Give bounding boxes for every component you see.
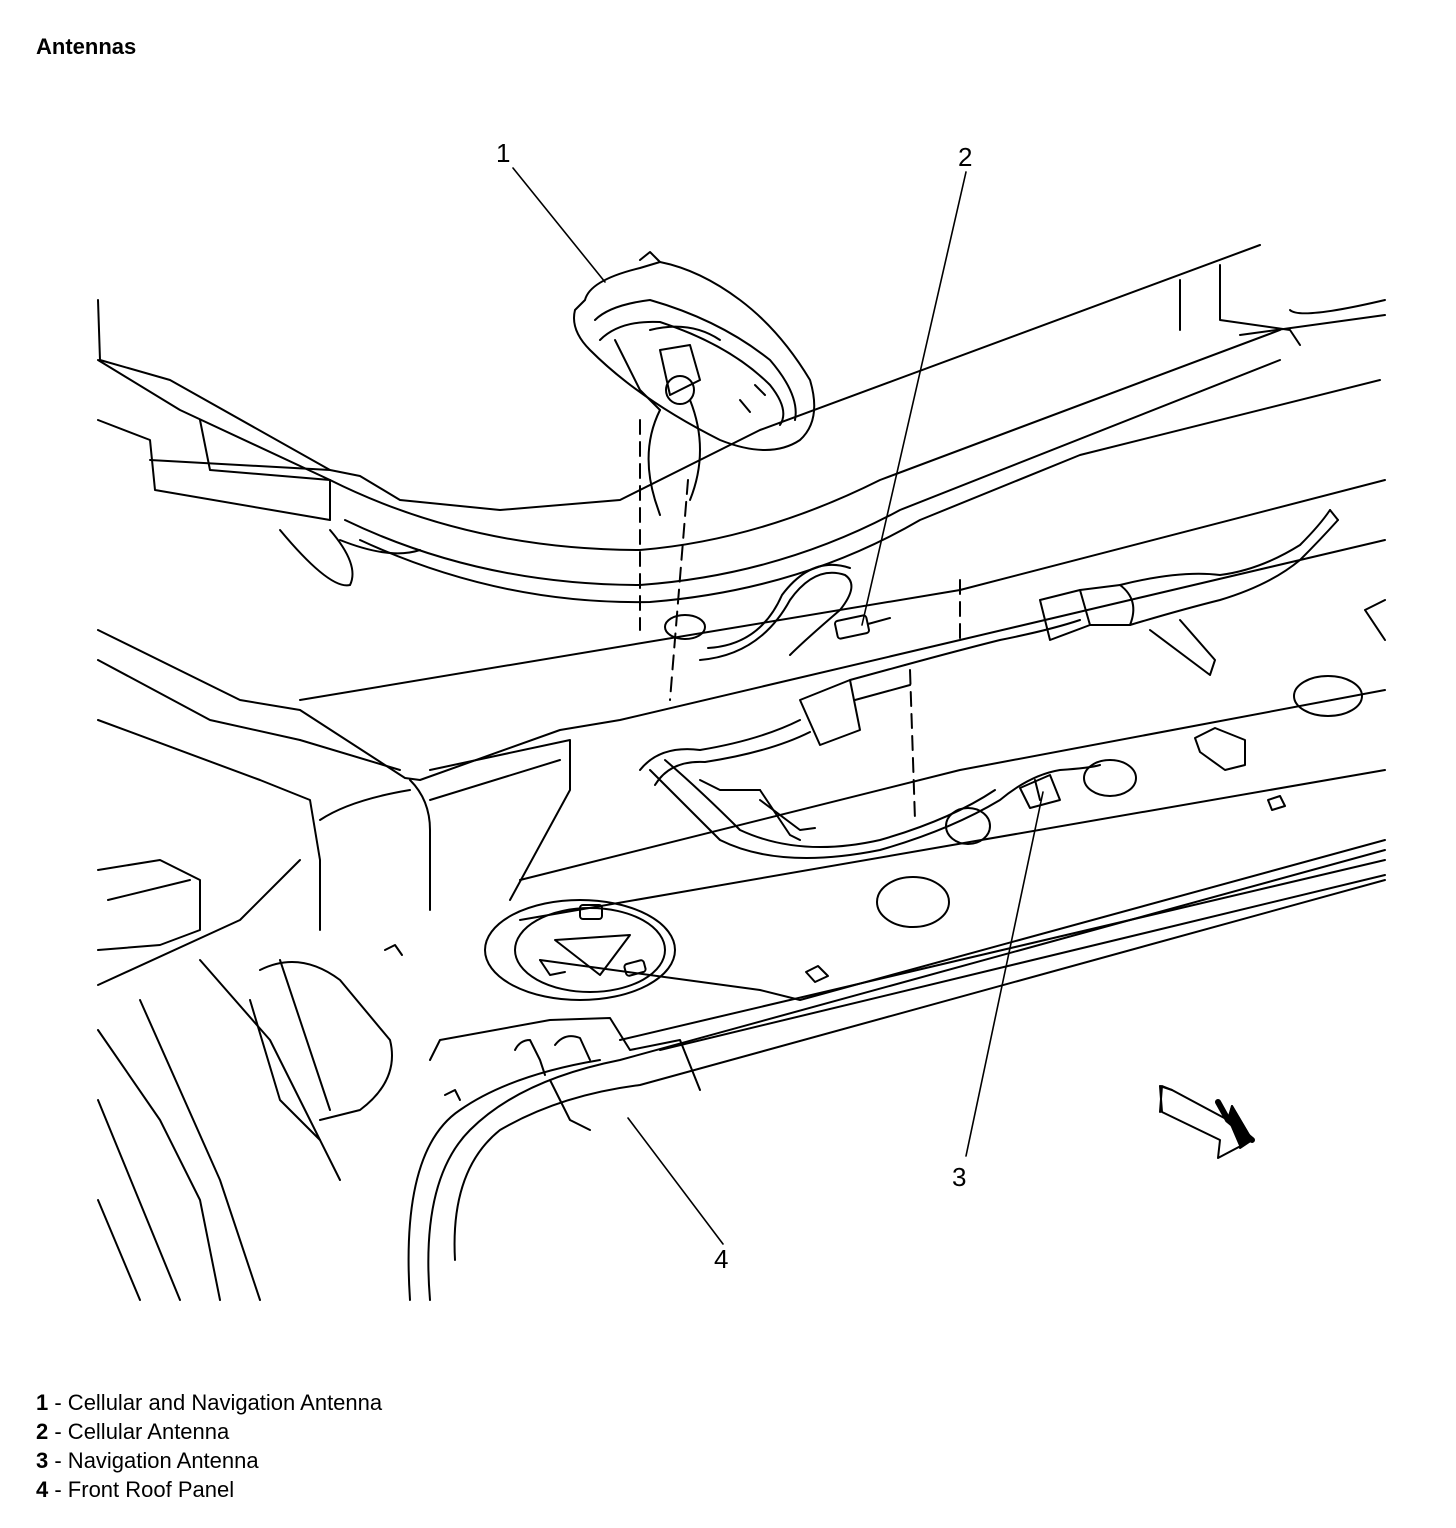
cellular-antenna-cable — [699, 563, 891, 661]
access-hole — [1293, 675, 1363, 717]
clip-tab — [1194, 727, 1246, 771]
legend-item: 1 - Cellular and Navigation Antenna — [36, 1390, 383, 1415]
clip-tab — [805, 965, 829, 983]
callout-3: 3 — [952, 1162, 966, 1192]
diagram-title: Antennas — [36, 34, 137, 59]
access-hole — [876, 876, 950, 928]
callout-1: 1 — [496, 138, 510, 168]
legend-item: 2 - Cellular Antenna — [36, 1419, 230, 1444]
legend-item: 3 - Navigation Antenna — [36, 1448, 259, 1473]
callout-2: 2 — [958, 142, 972, 172]
callout-4: 4 — [714, 1244, 728, 1274]
legend: 1 - Cellular and Navigation Antenna 2 - … — [36, 1388, 382, 1504]
leader-2 — [861, 171, 967, 626]
callout-leaders — [512, 167, 1044, 1245]
cellular-navigation-antenna — [573, 251, 816, 516]
leader-3 — [965, 791, 1044, 1157]
navigation-antenna-cable — [639, 509, 1339, 859]
access-hole — [664, 614, 706, 640]
access-hole — [1083, 759, 1137, 797]
leader-4 — [627, 1117, 724, 1245]
forward-direction-arrow — [1159, 1085, 1255, 1159]
legend-item: 4 - Front Roof Panel — [36, 1477, 235, 1502]
clip-tab — [1267, 795, 1286, 811]
install-guide-lines — [639, 419, 961, 821]
leader-1 — [512, 167, 606, 283]
antenna-mount-hole — [484, 899, 676, 1001]
